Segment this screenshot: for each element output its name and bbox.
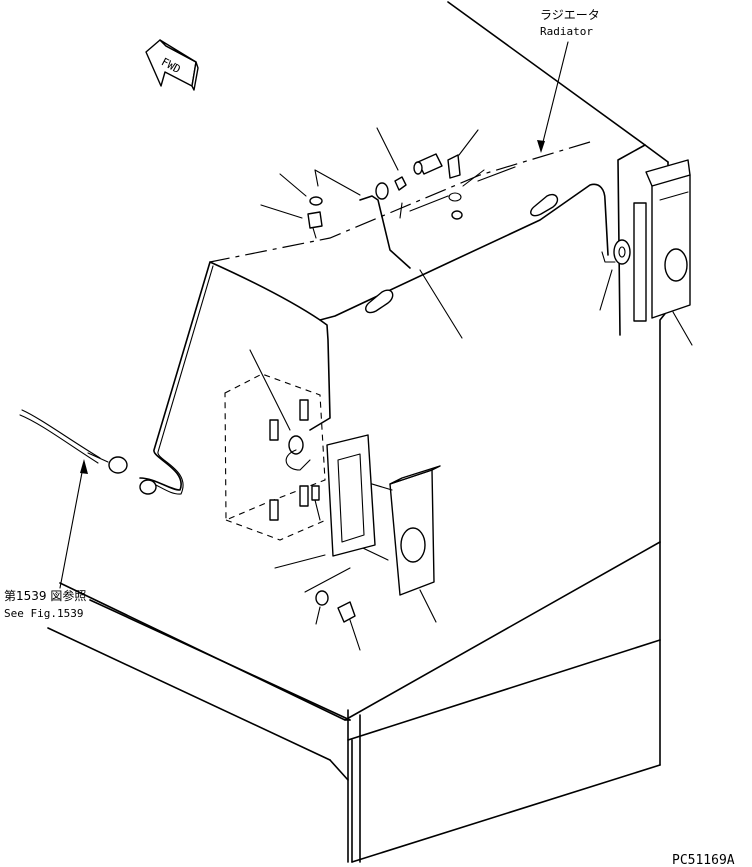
see-fig-callout: 第1539 図参照 See Fig.1539 [4, 459, 88, 620]
right-lamp-housing [633, 159, 693, 346]
controller-harness [285, 435, 321, 521]
guard-slots [365, 193, 559, 314]
front-lamp [343, 465, 441, 623]
see-fig-label-jp: 第1539 図参照 [4, 588, 86, 603]
left-bolts [260, 173, 323, 239]
left-cable [19, 409, 157, 495]
right-grommet [599, 239, 631, 311]
see-fig-label-en: See Fig.1539 [4, 607, 83, 620]
radiator-guard-body [47, 1, 669, 863]
lamp-bracket [274, 434, 376, 593]
lower-fasteners [315, 590, 361, 651]
controller-box [224, 349, 327, 541]
top-fittings [314, 127, 516, 339]
wiring-harness [139, 183, 609, 495]
radiator-label-jp: ラジエータ [540, 8, 600, 22]
drawing-code: PC51169A [672, 853, 735, 867]
fwd-arrow: FWD [145, 39, 199, 91]
radiator-label-en: Radiator [540, 25, 593, 38]
radiator-callout: ラジエータ Radiator [537, 8, 600, 153]
